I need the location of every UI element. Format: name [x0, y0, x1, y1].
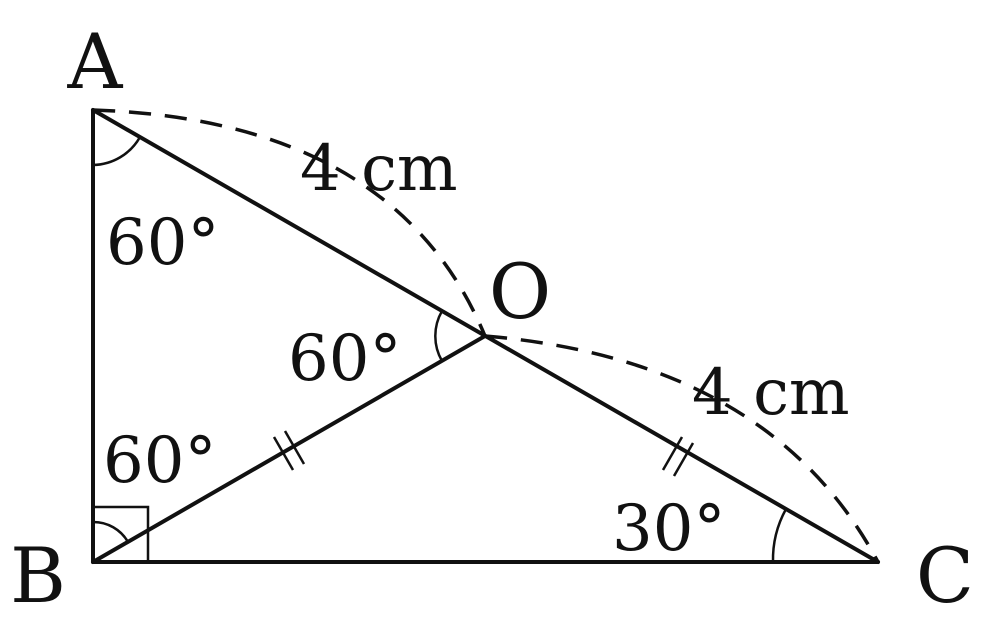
right-angle-marker-b	[93, 505, 150, 562]
arc-oc	[484, 334, 880, 563]
angle-arc-c	[771, 508, 788, 563]
angle-arc-b	[92, 520, 130, 543]
tick-mark-oc	[661, 436, 695, 477]
tick-mark-bo	[272, 430, 306, 471]
angle-arc-o	[434, 310, 444, 362]
angle-label-oba: 60°	[103, 424, 216, 498]
angle-label-c: 30°	[612, 492, 725, 566]
angle-label-aob: 60°	[288, 322, 401, 396]
vertex-label-a: A	[67, 17, 124, 106]
vertex-label-c: C	[916, 531, 974, 620]
length-label-ao: 4 cm	[300, 132, 458, 206]
length-label-oc: 4 cm	[692, 356, 850, 430]
segment-bo	[91, 334, 487, 564]
angle-arc-a	[92, 136, 142, 167]
vertex-label-o: O	[489, 247, 551, 336]
angle-label-a: 60°	[106, 206, 219, 280]
arc-ao	[92, 108, 487, 337]
vertex-label-b: B	[10, 531, 66, 620]
